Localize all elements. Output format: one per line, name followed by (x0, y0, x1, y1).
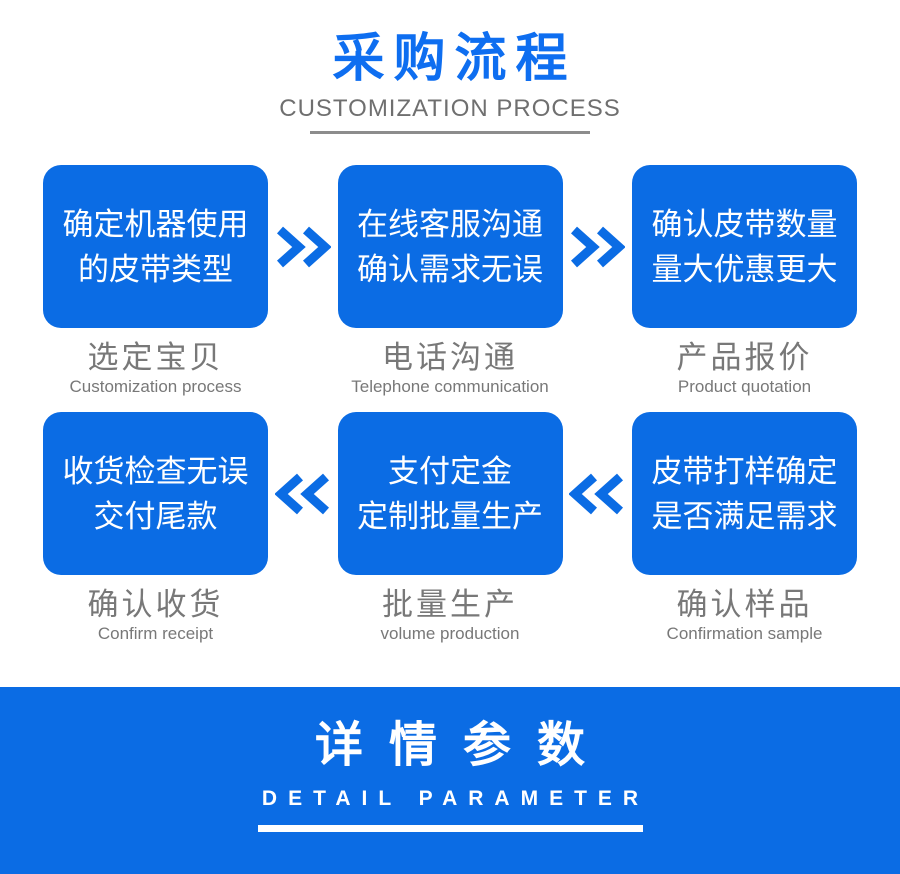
step-box: 确认皮带数量 量大优惠更大 (632, 165, 857, 328)
banner-title: 详情参数 (314, 719, 611, 772)
step-box-line2: 定制批量生产 (357, 498, 543, 534)
step-phone-communication: 在线客服沟通 确认需求无误 电话沟通 Telephone communicati… (337, 165, 563, 397)
step-confirm-receipt: 收货检查无误 交付尾款 确认收货 Confirm receipt (43, 412, 268, 644)
step-box: 在线客服沟通 确认需求无误 (337, 165, 563, 328)
step-box-line2: 交付尾款 (93, 498, 218, 534)
double-chevron-right-icon (268, 165, 338, 328)
subtitle-divider (310, 131, 590, 134)
step-box: 收货检查无误 交付尾款 (43, 412, 268, 575)
step-label-zh: 电话沟通 (382, 340, 518, 375)
step-label-zh: 批量生产 (382, 587, 518, 622)
step-box: 皮带打样确定 是否满足需求 (632, 412, 857, 575)
step-box-line2: 是否满足需求 (651, 498, 838, 534)
step-box-line1: 确定机器使用 (62, 206, 249, 242)
step-box-line1: 在线客服沟通 (357, 206, 543, 242)
detail-parameter-banner: 详情参数 DETAIL PARAMETER (0, 687, 900, 874)
step-label-en: Confirm receipt (97, 624, 214, 643)
step-box-line1: 皮带打样确定 (651, 453, 838, 489)
step-box-line2: 量大优惠更大 (651, 251, 838, 287)
page-title: 采购流程 (332, 30, 577, 88)
step-confirm-sample: 皮带打样确定 是否满足需求 确认样品 Confirmation sample (632, 412, 857, 644)
step-box: 支付定金 定制批量生产 (337, 412, 563, 575)
step-select-product: 确定机器使用 的皮带类型 选定宝贝 Customization process (43, 165, 268, 397)
double-chevron-left-icon (268, 412, 338, 575)
step-label-en: Telephone communication (351, 377, 549, 396)
step-label-en: Confirmation sample (666, 624, 823, 643)
step-label-en: Customization process (69, 377, 242, 396)
step-label-en: volume production (380, 624, 520, 643)
step-volume-production: 支付定金 定制批量生产 批量生产 volume production (337, 412, 563, 644)
step-box-line2: 确认需求无误 (357, 251, 543, 287)
banner-divider (257, 825, 643, 832)
step-box-line1: 收货检查无误 (62, 453, 249, 489)
double-chevron-right-icon (563, 165, 633, 328)
step-product-quotation: 确认皮带数量 量大优惠更大 产品报价 Product quotation (632, 165, 857, 397)
step-label-en: Product quotation (677, 377, 812, 396)
step-box-line1: 支付定金 (388, 453, 512, 489)
step-box: 确定机器使用 的皮带类型 (43, 165, 268, 328)
step-box-line1: 确认皮带数量 (651, 206, 838, 242)
step-box-line2: 的皮带类型 (78, 251, 233, 287)
flow-row-2: 收货检查无误 交付尾款 确认收货 Confirm receipt 支付定金 定制… (0, 412, 900, 644)
flow-row-1: 确定机器使用 的皮带类型 选定宝贝 Customization process … (0, 165, 900, 397)
page-header: 采购流程 CUSTOMIZATION PROCESS (0, 0, 900, 134)
banner-subtitle: DETAIL PARAMETER (261, 787, 650, 810)
step-label-zh: 确认样品 (676, 587, 813, 622)
page-subtitle: CUSTOMIZATION PROCESS (279, 95, 621, 122)
step-label-zh: 确认收货 (87, 587, 224, 622)
double-chevron-left-icon (563, 412, 633, 575)
step-label-zh: 产品报价 (676, 340, 813, 375)
step-label-zh: 选定宝贝 (87, 340, 224, 375)
